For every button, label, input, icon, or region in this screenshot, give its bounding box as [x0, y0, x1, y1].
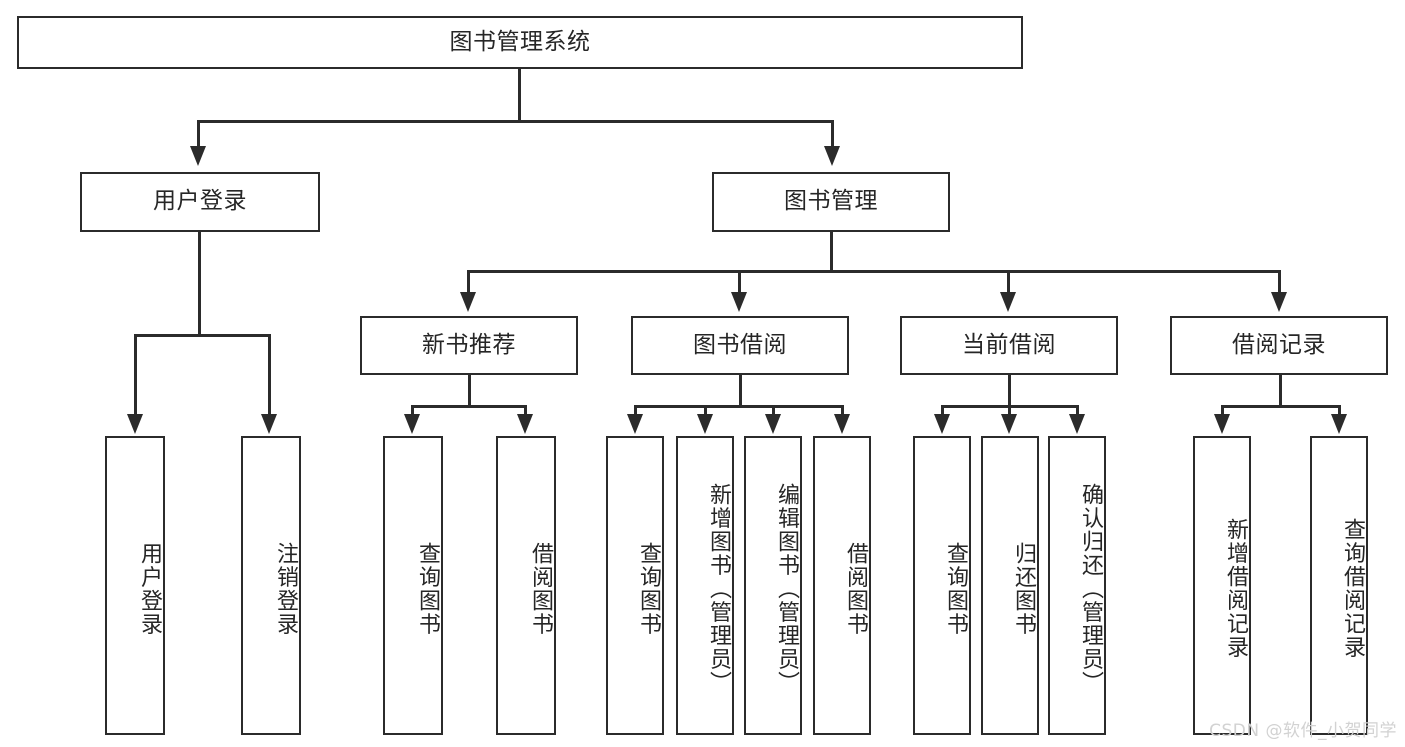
arrow-new-book-leaf-2	[517, 414, 533, 434]
arrow-borrow-record-leaf-2	[1331, 414, 1347, 434]
arrow-root-to-user-login	[190, 146, 206, 166]
leaf-user-login-login-label: 用户登录	[137, 541, 162, 636]
leaf-current-borrow-return-label: 归还图书	[1011, 541, 1036, 636]
connector-current-borrow-stem	[1008, 375, 1011, 407]
connector-current-borrow-leaf-3	[1076, 405, 1079, 416]
connector-book-borrow-leaf-1	[634, 405, 637, 416]
leaf-book-borrow-borrow[interactable]: 借阅图书	[813, 436, 871, 735]
connector-book-borrow-leaf-3	[772, 405, 775, 416]
connector-book-borrow-leaf-4	[841, 405, 844, 416]
node-book-manage[interactable]: 图书管理	[712, 172, 950, 232]
connector-current-borrow-leaf-1	[941, 405, 944, 416]
connector-to-current-borrow	[1007, 270, 1010, 294]
node-new-book-recommend[interactable]: 新书推荐	[360, 316, 578, 375]
connector-root-to-user-login	[197, 120, 200, 148]
leaf-user-login-login[interactable]: 用户登录	[105, 436, 165, 735]
node-borrow-record[interactable]: 借阅记录	[1170, 316, 1388, 375]
connector-new-book-bar	[411, 405, 527, 408]
node-root-system[interactable]: 图书管理系统	[17, 16, 1023, 69]
leaf-borrow-record-query[interactable]: 查询借阅记录	[1310, 436, 1368, 735]
connector-borrow-record-leaf-1	[1221, 405, 1224, 416]
leaf-borrow-record-query-label: 查询借阅记录	[1340, 518, 1365, 659]
connector-book-borrow-leaf-2	[704, 405, 707, 416]
arrow-user-login-leaf-2	[261, 414, 277, 434]
connector-root-bar	[197, 120, 834, 123]
connector-user-login-leaf-1	[134, 334, 137, 416]
connector-book-borrow-stem	[739, 375, 742, 407]
leaf-borrow-record-add-label: 新增借阅记录	[1223, 518, 1248, 659]
node-current-borrow[interactable]: 当前借阅	[900, 316, 1118, 375]
connector-new-book-stem	[468, 375, 471, 407]
arrow-to-borrow-record	[1271, 292, 1287, 312]
leaf-user-login-logout[interactable]: 注销登录	[241, 436, 301, 735]
node-root-system-label: 图书管理系统	[449, 28, 591, 55]
arrow-borrow-record-leaf-1	[1214, 414, 1230, 434]
arrow-book-borrow-leaf-2	[697, 414, 713, 434]
arrow-book-borrow-leaf-4	[834, 414, 850, 434]
node-book-borrow[interactable]: 图书借阅	[631, 316, 849, 375]
leaf-user-login-logout-label: 注销登录	[273, 541, 298, 636]
leaf-current-borrow-confirm[interactable]: 确认归还（管理员）	[1048, 436, 1106, 735]
connector-new-book-leaf-2	[524, 405, 527, 416]
node-book-borrow-label: 图书借阅	[693, 331, 787, 358]
connector-user-login-stem	[198, 232, 201, 336]
connector-user-login-bar	[134, 334, 271, 337]
leaf-current-borrow-query[interactable]: 查询图书	[913, 436, 971, 735]
connector-user-login-leaf-2	[268, 334, 271, 416]
arrow-to-book-borrow	[731, 292, 747, 312]
arrow-current-borrow-leaf-1	[934, 414, 950, 434]
connector-to-new-book	[467, 270, 470, 294]
connector-current-borrow-leaf-2	[1008, 405, 1011, 416]
leaf-book-borrow-borrow-label: 借阅图书	[843, 541, 868, 636]
node-current-borrow-label: 当前借阅	[962, 331, 1056, 358]
connector-book-manage-stem	[830, 232, 833, 272]
leaf-book-borrow-query-label: 查询图书	[636, 541, 661, 636]
arrow-book-borrow-leaf-3	[765, 414, 781, 434]
leaf-book-borrow-edit[interactable]: 编辑图书（管理员）	[744, 436, 802, 735]
arrow-book-borrow-leaf-1	[627, 414, 643, 434]
leaf-book-borrow-add-label: 新增图书（管理员）	[706, 482, 731, 695]
leaf-new-book-query[interactable]: 查询图书	[383, 436, 443, 735]
connector-book-manage-bar	[467, 270, 1281, 273]
leaf-book-borrow-add[interactable]: 新增图书（管理员）	[676, 436, 734, 735]
arrow-user-login-leaf-1	[127, 414, 143, 434]
node-user-login-label: 用户登录	[153, 188, 247, 215]
connector-to-book-borrow	[738, 270, 741, 294]
connector-root-to-book-manage	[831, 120, 834, 148]
leaf-new-book-borrow[interactable]: 借阅图书	[496, 436, 556, 735]
connector-borrow-record-bar	[1221, 405, 1341, 408]
node-book-manage-label: 图书管理	[784, 188, 878, 215]
arrow-current-borrow-leaf-3	[1069, 414, 1085, 434]
arrow-current-borrow-leaf-2	[1001, 414, 1017, 434]
connector-borrow-record-leaf-2	[1338, 405, 1341, 416]
node-user-login[interactable]: 用户登录	[80, 172, 320, 232]
arrow-new-book-leaf-1	[404, 414, 420, 434]
arrow-to-new-book	[460, 292, 476, 312]
connector-to-borrow-record	[1278, 270, 1281, 294]
connector-borrow-record-stem	[1279, 375, 1282, 407]
leaf-new-book-query-label: 查询图书	[415, 541, 440, 636]
leaf-current-borrow-return[interactable]: 归还图书	[981, 436, 1039, 735]
connector-root-stem	[518, 69, 521, 122]
node-borrow-record-label: 借阅记录	[1232, 331, 1326, 358]
arrow-root-to-book-manage	[824, 146, 840, 166]
arrow-to-current-borrow	[1000, 292, 1016, 312]
leaf-book-borrow-query[interactable]: 查询图书	[606, 436, 664, 735]
connector-new-book-leaf-1	[411, 405, 414, 416]
csdn-watermark: CSDN @软件_小贺同学	[1209, 721, 1397, 741]
connector-book-borrow-bar	[634, 405, 844, 408]
leaf-current-borrow-query-label: 查询图书	[943, 541, 968, 636]
node-new-book-recommend-label: 新书推荐	[422, 331, 516, 358]
leaf-current-borrow-confirm-label: 确认归还（管理员）	[1078, 482, 1103, 695]
leaf-new-book-borrow-label: 借阅图书	[528, 541, 553, 636]
leaf-book-borrow-edit-label: 编辑图书（管理员）	[774, 482, 799, 695]
leaf-borrow-record-add[interactable]: 新增借阅记录	[1193, 436, 1251, 735]
